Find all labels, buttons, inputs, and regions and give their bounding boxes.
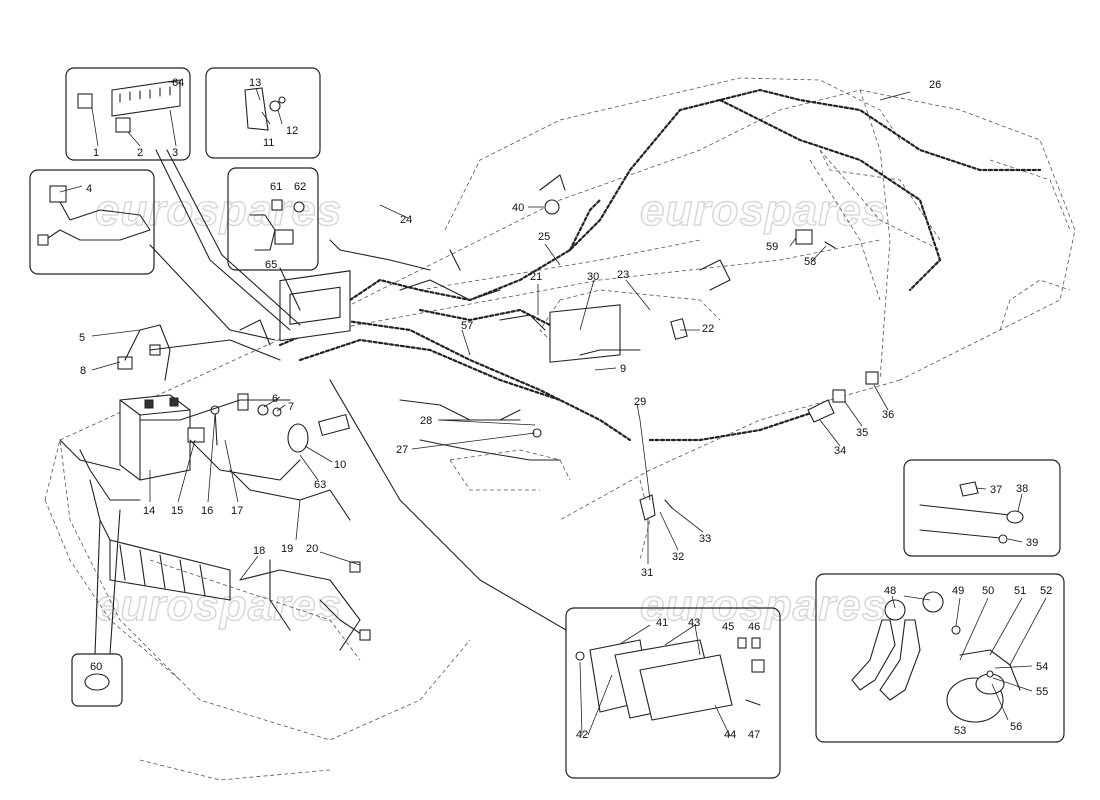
callout-14: 14 bbox=[143, 505, 155, 517]
wiring-harnesses bbox=[278, 88, 1042, 442]
callout-19: 19 bbox=[281, 543, 293, 555]
watermark-text: eurospares bbox=[640, 186, 887, 235]
callout-52: 52 bbox=[1040, 585, 1052, 597]
callout-36: 36 bbox=[882, 409, 894, 421]
callout-43: 43 bbox=[688, 617, 700, 629]
callout-55: 55 bbox=[1036, 686, 1048, 698]
watermark-text: eurospares bbox=[640, 581, 887, 630]
watermark-text: eurospares bbox=[95, 186, 342, 235]
callout-25: 25 bbox=[538, 231, 550, 243]
callout-48: 48 bbox=[884, 585, 896, 597]
callout-47: 47 bbox=[748, 729, 760, 741]
callout-34: 34 bbox=[834, 445, 846, 457]
callout-16: 16 bbox=[201, 505, 213, 517]
inset-box-horns bbox=[815, 573, 1065, 743]
callout-15: 15 bbox=[171, 505, 183, 517]
callout-40: 40 bbox=[512, 202, 524, 214]
callout-49: 49 bbox=[952, 585, 964, 597]
callout-4: 4 bbox=[86, 183, 92, 195]
callout-38: 38 bbox=[1016, 483, 1028, 495]
inset-box-control-units bbox=[565, 607, 781, 779]
car-body-outline bbox=[44, 77, 1076, 781]
callout-35: 35 bbox=[856, 427, 868, 439]
callout-27: 27 bbox=[396, 444, 408, 456]
callout-59: 59 bbox=[766, 241, 778, 253]
callout-62: 62 bbox=[294, 181, 306, 193]
callout-5: 5 bbox=[79, 332, 85, 344]
callout-24: 24 bbox=[400, 214, 412, 226]
callout-64: 64 bbox=[172, 77, 184, 89]
callout-13: 13 bbox=[249, 77, 261, 89]
callout-44: 44 bbox=[724, 729, 736, 741]
callout-23: 23 bbox=[617, 269, 629, 281]
callout-65: 65 bbox=[265, 259, 277, 271]
inset-box-connector bbox=[29, 169, 155, 275]
inset-box-plug bbox=[71, 653, 123, 707]
inset-leader-lines bbox=[94, 149, 567, 655]
inset-box-switch bbox=[205, 67, 321, 159]
callout-leaders bbox=[59, 81, 1047, 737]
callout-54: 54 bbox=[1036, 661, 1048, 673]
inset-box-relay-pair bbox=[227, 167, 319, 271]
callout-30: 30 bbox=[587, 271, 599, 283]
watermark-text: eurospares bbox=[95, 581, 342, 630]
callout-45: 45 bbox=[722, 621, 734, 633]
callout-12: 12 bbox=[286, 125, 298, 137]
battery bbox=[119, 394, 191, 481]
callout-57: 57 bbox=[461, 320, 473, 332]
callout-42: 42 bbox=[576, 729, 588, 741]
callout-1: 1 bbox=[93, 147, 99, 159]
callout-8: 8 bbox=[80, 365, 86, 377]
callout-63: 63 bbox=[314, 479, 326, 491]
callout-39: 39 bbox=[1026, 537, 1038, 549]
callout-41: 41 bbox=[656, 617, 668, 629]
callout-18: 18 bbox=[253, 545, 265, 557]
callout-20: 20 bbox=[306, 543, 318, 555]
callout-51: 51 bbox=[1014, 585, 1026, 597]
engine-bay-components bbox=[59, 174, 879, 651]
inset-box-clips bbox=[903, 459, 1061, 557]
callout-9: 9 bbox=[620, 363, 626, 375]
callout-33: 33 bbox=[699, 533, 711, 545]
callout-21: 21 bbox=[530, 271, 542, 283]
callout-32: 32 bbox=[672, 551, 684, 563]
callout-37: 37 bbox=[990, 484, 1002, 496]
callout-2: 2 bbox=[137, 147, 143, 159]
callout-58: 58 bbox=[804, 256, 816, 268]
callout-22: 22 bbox=[702, 323, 714, 335]
callout-50: 50 bbox=[982, 585, 994, 597]
callout-60: 60 bbox=[90, 661, 102, 673]
callout-46: 46 bbox=[748, 621, 760, 633]
inset-box-relays bbox=[65, 67, 191, 161]
callout-10: 10 bbox=[334, 459, 346, 471]
watermark-group: eurospares eurospares eurospares eurospa… bbox=[94, 185, 887, 630]
callout-3: 3 bbox=[172, 147, 178, 159]
callout-29: 29 bbox=[634, 396, 646, 408]
callout-28: 28 bbox=[420, 415, 432, 427]
callout-7: 7 bbox=[288, 401, 294, 413]
callout-53: 53 bbox=[954, 725, 966, 737]
callout-26: 26 bbox=[929, 79, 941, 91]
callout-61: 61 bbox=[270, 181, 282, 193]
callout-17: 17 bbox=[231, 505, 243, 517]
callout-56: 56 bbox=[1010, 721, 1022, 733]
callout-11: 11 bbox=[263, 137, 274, 149]
callout-31: 31 bbox=[641, 567, 653, 579]
callout-labels: 1 2 3 4 5 6 7 8 9 10 11 12 13 14 15 16 1… bbox=[79, 77, 1052, 741]
callout-6: 6 bbox=[272, 393, 278, 405]
